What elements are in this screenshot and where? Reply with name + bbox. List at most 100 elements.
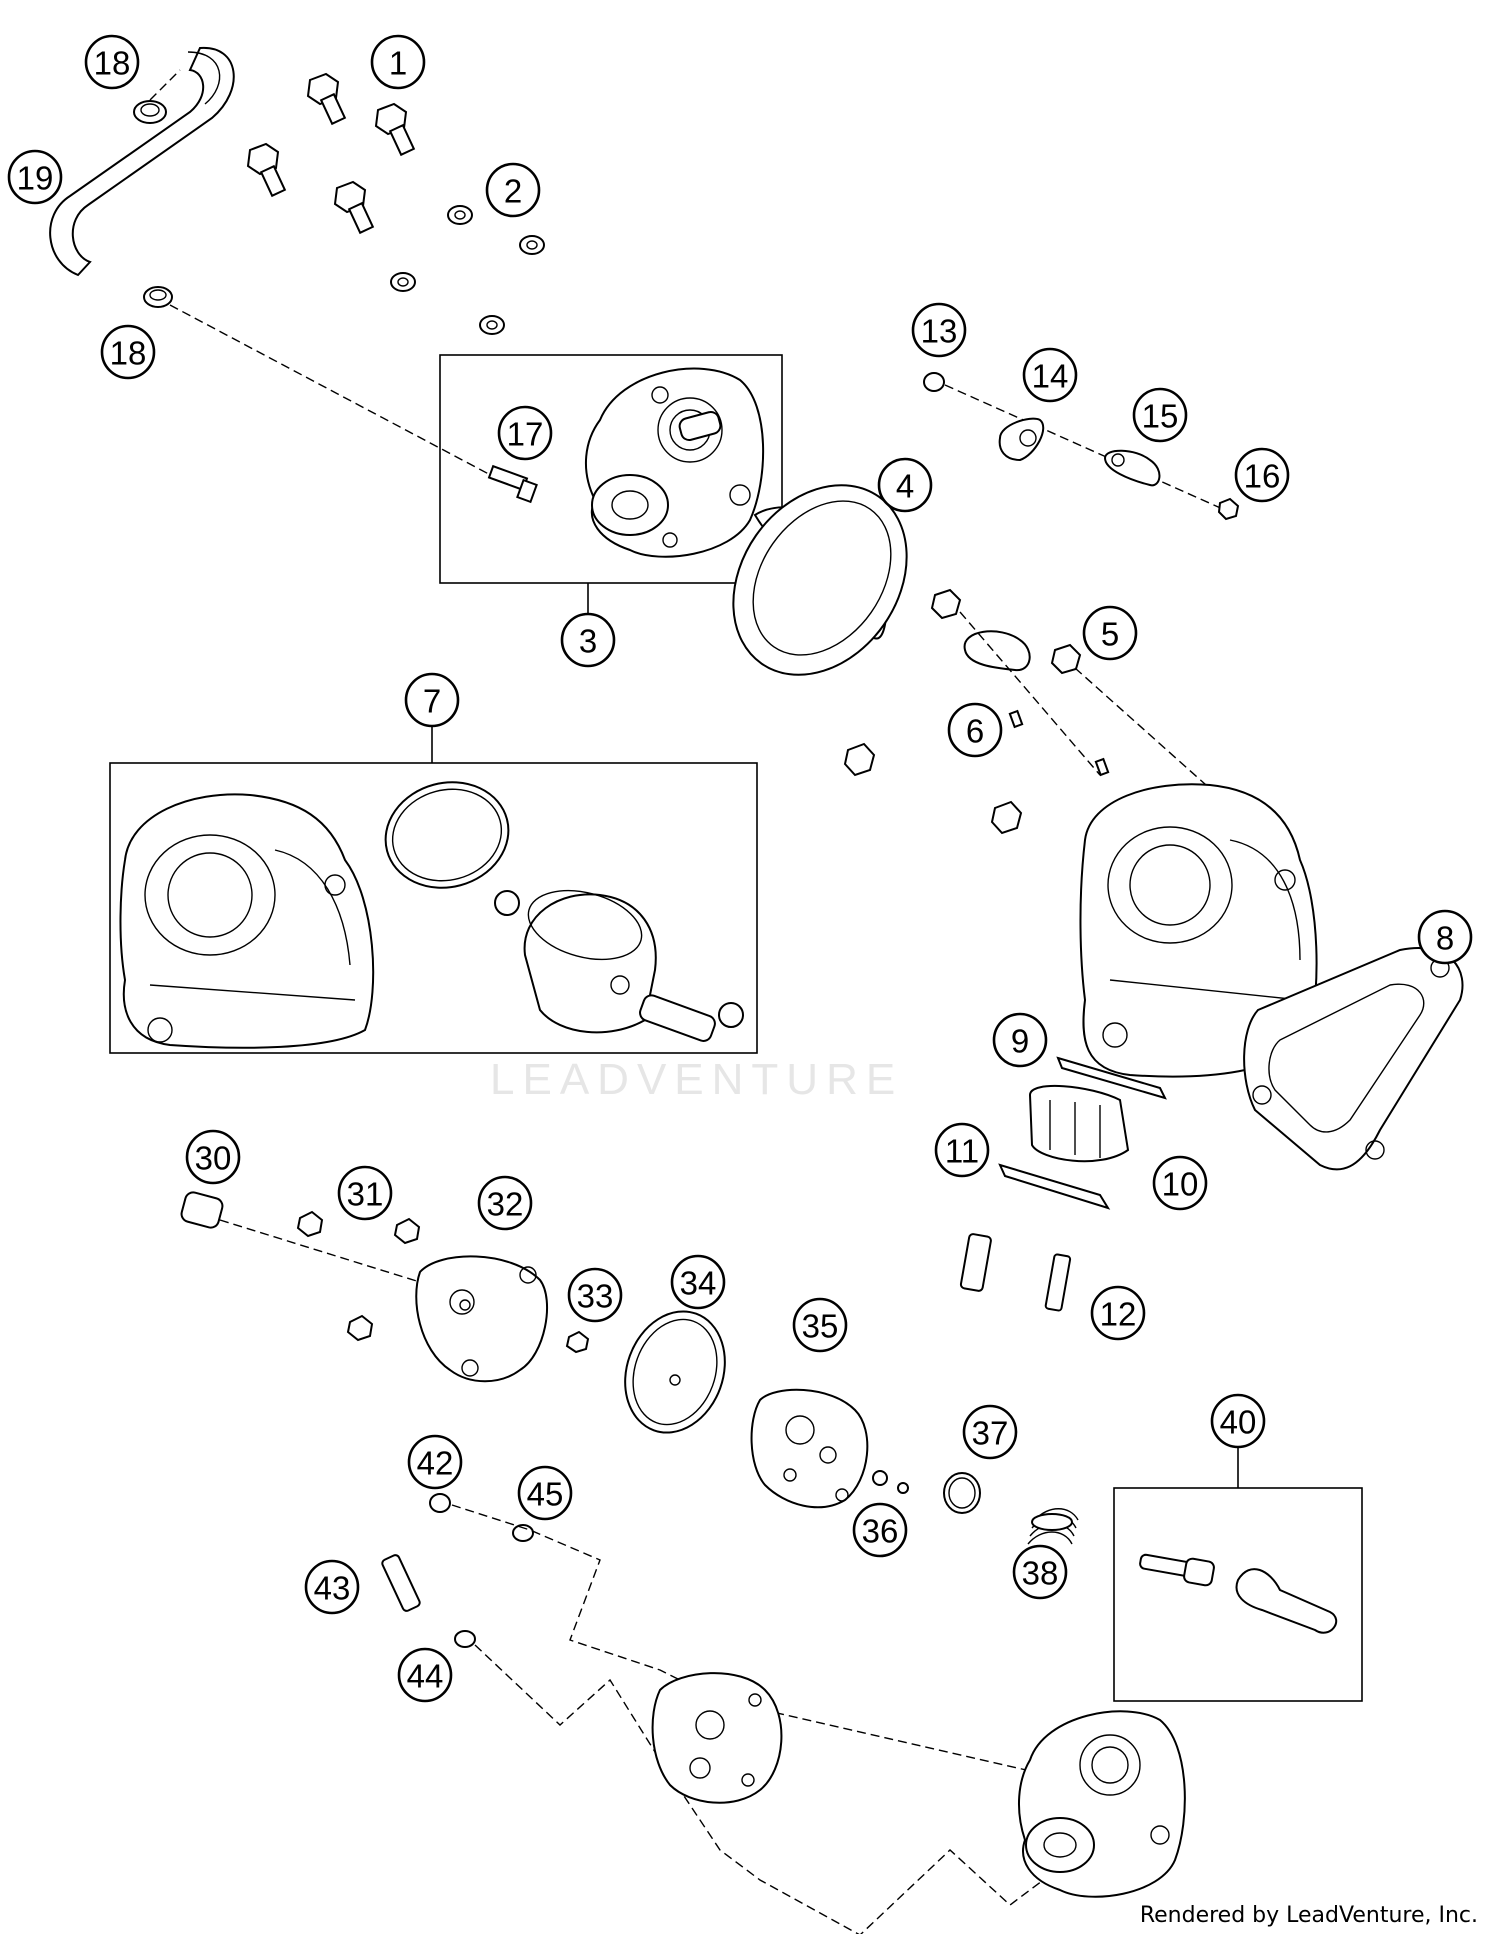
callout-circle: [567, 1267, 623, 1323]
callout-circle: [1417, 909, 1473, 965]
callout-18: 18: [84, 34, 140, 90]
callout-label: 6: [966, 713, 984, 750]
callout-6: 6: [947, 702, 1003, 758]
cylinder-head: [584, 367, 765, 558]
callout-42: 42: [407, 1434, 463, 1490]
callout-1: 1: [370, 34, 426, 90]
callout-circle: [485, 162, 541, 218]
valve-o-ring: [943, 1472, 981, 1514]
callout-10: 10: [1152, 1155, 1208, 1211]
callout-label: 1: [389, 45, 407, 82]
callout-label: 37: [972, 1415, 1009, 1452]
valve-plate: [998, 1163, 1111, 1210]
holder-nut: [1217, 497, 1240, 521]
callout-circle: [670, 1254, 726, 1310]
callout-circle: [1082, 605, 1138, 661]
callout-9: 9: [992, 1012, 1048, 1068]
callout-17: 17: [497, 405, 553, 461]
callout-label: 10: [1162, 1166, 1199, 1203]
callout-16: 16: [1234, 447, 1290, 503]
lower-cylinder-head: [1017, 1710, 1186, 1898]
callout-label: 7: [423, 683, 441, 720]
callout-label: 33: [577, 1278, 614, 1315]
cable-clip: [1103, 449, 1161, 487]
callout-circle: [1132, 387, 1188, 443]
callout-circle: [911, 302, 967, 358]
callout-label: 2: [504, 173, 522, 210]
valve-body: [1028, 1085, 1130, 1163]
callout-14: 14: [1022, 347, 1078, 403]
callout-label: 19: [17, 160, 54, 197]
cylinder-head-box: [439, 354, 783, 584]
callout-circle: [517, 1465, 573, 1521]
cylinder-nut: [843, 588, 1082, 835]
callout-circle: [877, 457, 933, 513]
callout-label: 3: [579, 623, 597, 660]
callout-label: 32: [487, 1186, 524, 1223]
callout-3: 3: [560, 612, 616, 668]
piston-pin: [639, 994, 716, 1042]
callout-circle: [560, 612, 616, 668]
callout-label: 8: [1436, 920, 1454, 957]
callout-5: 5: [1082, 605, 1138, 661]
callout-circle: [1090, 1285, 1146, 1341]
callout-circle: [992, 1012, 1048, 1068]
callout-label: 16: [1244, 458, 1281, 495]
valve-diaphragm: [624, 1310, 726, 1434]
callout-label: 17: [507, 416, 544, 453]
callout-circle: [477, 1175, 533, 1231]
callout-circle: [7, 149, 63, 205]
callout-circle: [1022, 347, 1078, 403]
callout-38: 38: [1012, 1544, 1068, 1600]
callout-43: 43: [304, 1559, 360, 1615]
head-gasket: [732, 484, 908, 676]
valve-cover: [415, 1255, 548, 1383]
callout-label: 34: [680, 1265, 717, 1302]
callout-7: 7: [404, 672, 460, 728]
holder-screw: [923, 372, 945, 392]
callout-label: 44: [407, 1658, 444, 1695]
valve-kit-lever: [1235, 1568, 1338, 1634]
cover-nut: [565, 1330, 590, 1354]
coolant-hose: [49, 46, 235, 277]
callout-label: 14: [1032, 358, 1069, 395]
callout-12: 12: [1090, 1285, 1146, 1341]
callout-label: 30: [195, 1140, 232, 1177]
callout-circle: [84, 34, 140, 90]
cable-holder: [998, 417, 1045, 462]
callout-circle: [100, 324, 156, 380]
callout-11: 11: [934, 1122, 990, 1178]
piston-ring: [384, 781, 510, 889]
valve-o-ring-small: [872, 1470, 909, 1494]
callout-circle: [1234, 447, 1290, 503]
callout-label: 35: [802, 1308, 839, 1345]
valve-kit-shaft: [1139, 1553, 1215, 1587]
callout-circle: [185, 1129, 241, 1185]
callout-circle: [1210, 1393, 1266, 1449]
callout-circle: [370, 34, 426, 90]
piston-circlip: [494, 890, 744, 1028]
callout-circle: [852, 1502, 908, 1558]
piston: [523, 889, 657, 1034]
callout-label: 18: [110, 335, 147, 372]
callout-circle: [792, 1297, 848, 1353]
hose-clamp-bottom: [143, 286, 173, 308]
callout-label: 12: [1100, 1296, 1137, 1333]
callout-45: 45: [517, 1465, 573, 1521]
callout-label: 45: [527, 1476, 564, 1513]
callout-19: 19: [7, 149, 63, 205]
callout-circle: [404, 672, 460, 728]
callout-label: 18: [94, 45, 131, 82]
head-bolt: [246, 72, 416, 235]
cylinder-right: [1079, 783, 1318, 1078]
callout-label: 36: [862, 1513, 899, 1550]
callout-label: 31: [347, 1176, 384, 1213]
callout-2: 2: [485, 162, 541, 218]
lower-washer: [454, 1524, 534, 1648]
callout-label: 15: [1142, 398, 1179, 435]
callout-circle: [1152, 1155, 1208, 1211]
callout-4: 4: [877, 457, 933, 513]
lower-screw: [429, 1493, 451, 1513]
callout-33: 33: [567, 1267, 623, 1323]
callout-circle: [407, 1434, 463, 1490]
